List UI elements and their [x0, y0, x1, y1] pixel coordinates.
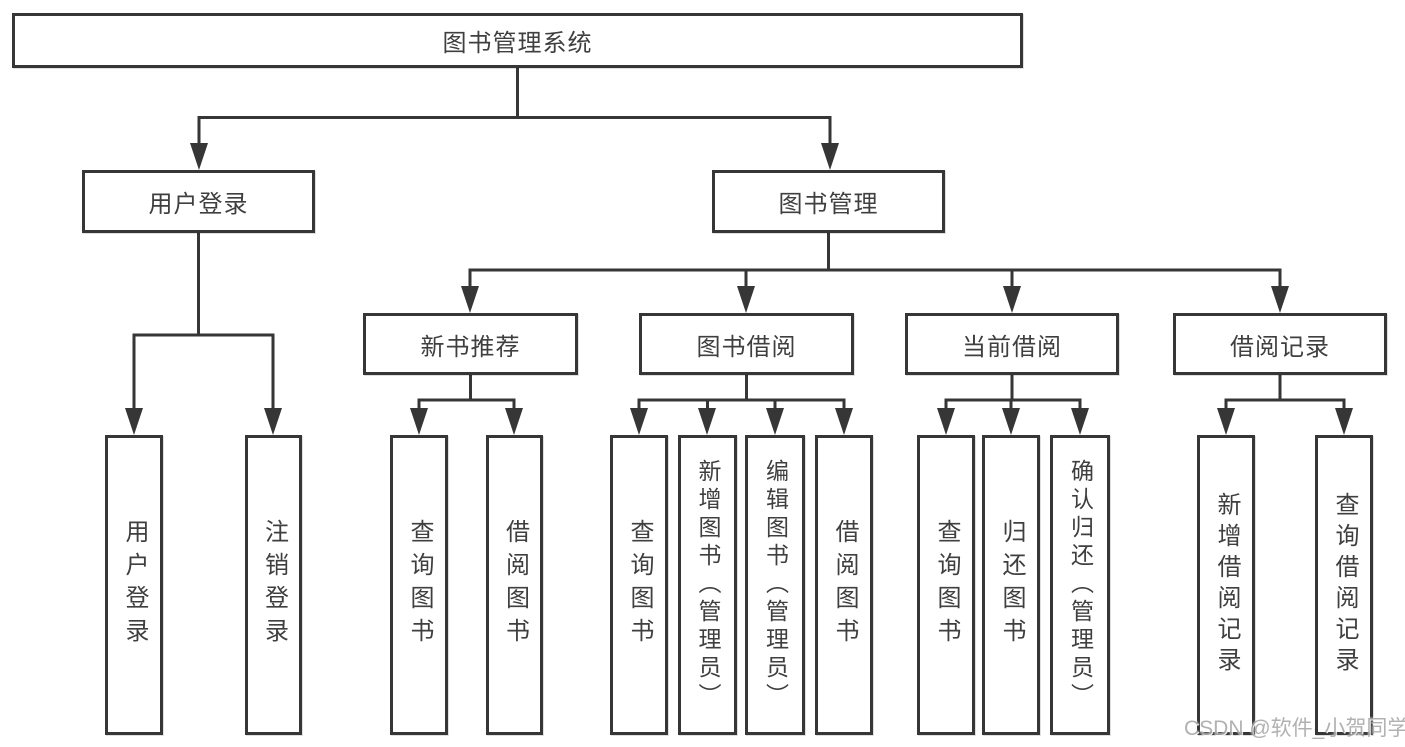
leaf-query-borrow-record: 查询借阅记录	[1315, 435, 1373, 735]
leaf-add-book-admin: 新增图书（管理员）	[678, 435, 737, 735]
node-label: 图书管理系统	[442, 30, 593, 57]
leaf-label: 查询借阅记录	[1331, 492, 1358, 678]
leaf-label: 用户登录	[121, 519, 148, 651]
node-library-management-system: 图书管理系统	[12, 13, 1023, 68]
leaf-confirm-return-admin: 确认归还（管理员）	[1050, 435, 1110, 735]
leaf-label: 查询图书	[406, 519, 433, 651]
leaf-label: 借阅图书	[501, 519, 529, 651]
leaf-query-books-recommend: 查询图书	[390, 435, 448, 735]
leaf-query-books-current: 查询图书	[917, 435, 975, 735]
node-label: 图书管理	[778, 191, 879, 218]
leaf-add-borrow-record: 新增借阅记录	[1197, 435, 1255, 735]
leaf-label: 确认归还（管理员）	[1067, 459, 1094, 711]
leaf-query-books-borrow: 查询图书	[610, 435, 668, 735]
node-book-borrowing: 图书借阅	[639, 313, 854, 375]
node-book-management: 图书管理	[712, 170, 945, 233]
node-label: 当前借阅	[962, 333, 1062, 361]
arrowheads	[125, 143, 1353, 435]
node-label: 用户登录	[148, 191, 249, 218]
leaf-label: 查询图书	[933, 519, 960, 651]
node-label: 图书借阅	[696, 333, 797, 361]
leaf-logout: 注销登录	[245, 435, 302, 735]
node-current-borrowing: 当前借阅	[905, 313, 1119, 375]
leaf-label: 新增借阅记录	[1213, 492, 1240, 678]
node-new-book-recommend: 新书推荐	[363, 313, 578, 375]
node-borrowing-records: 借阅记录	[1173, 313, 1387, 375]
leaf-return-books: 归还图书	[982, 435, 1040, 735]
leaf-label: 编辑图书（管理员）	[762, 459, 789, 711]
leaf-label: 归还图书	[998, 519, 1025, 651]
leaf-borrow-books: 借阅图书	[815, 435, 873, 735]
node-label: 新书推荐	[420, 333, 521, 361]
leaf-edit-book-admin: 编辑图书（管理员）	[745, 435, 805, 735]
leaf-label: 查询图书	[626, 519, 653, 651]
leaf-user-login: 用户登录	[105, 435, 163, 735]
node-user-login: 用户登录	[82, 170, 315, 233]
node-label: 借阅记录	[1230, 333, 1330, 361]
leaf-label: 注销登录	[260, 519, 288, 651]
leaf-label: 新增图书（管理员）	[695, 459, 721, 711]
leaf-label: 借阅图书	[831, 519, 858, 651]
csdn-watermark: CSDN @软件_小贺同学	[1184, 717, 1405, 740]
leaf-borrow-books-recommend: 借阅图书	[486, 435, 543, 735]
